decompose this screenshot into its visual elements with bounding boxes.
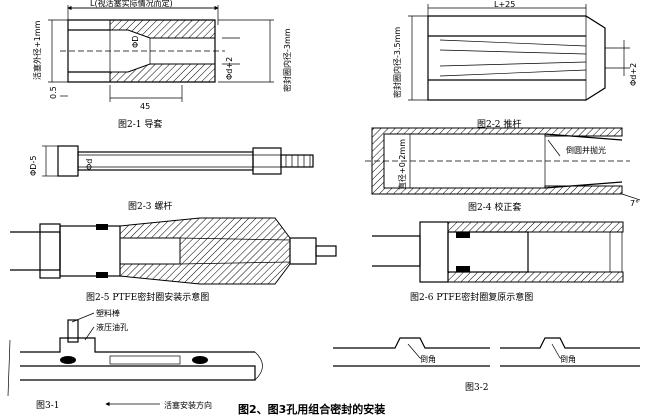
fig2-3-screw-rod: ΦD-5 Φd 图2-3 螺杆 bbox=[29, 145, 314, 212]
fig2-1-caption: 图2-1 导套 bbox=[118, 118, 162, 130]
fig2-2-caption: 图2-2 推杆 bbox=[477, 118, 521, 130]
fig2-2-push-rod: L+25 密封圈内径-3.5mm Φd+2 图2-2 推杆 bbox=[392, 0, 638, 130]
fig2-4-angle: 7° bbox=[630, 199, 639, 208]
fig2-6-caption: 图2-6 PTFE密封圈复原示意图 bbox=[410, 291, 533, 303]
fig2-4-calibration-sleeve: 直径+0.2mm 倒圆并抛光 7° 图2-4 校正套 bbox=[365, 127, 641, 213]
fig2-4-note: 倒圆并抛光 bbox=[566, 145, 606, 155]
fig2-2-dim-right: Φd+2 bbox=[629, 63, 638, 86]
fig2-1-dim-45: 45 bbox=[140, 102, 150, 111]
fig2-3-dim-d: Φd bbox=[85, 159, 94, 170]
fig2-1-dim-05: 0.5 bbox=[49, 86, 58, 99]
fig2-3-caption: 图2-3 螺杆 bbox=[128, 200, 172, 212]
fig2-2-dim-top: L+25 bbox=[494, 0, 515, 9]
fig3-1-plastic-rod: 塑料棒 bbox=[96, 308, 120, 318]
fig2-1-dim-d2: Φd+2 bbox=[225, 57, 234, 80]
fig2-3-dim-left: ΦD-5 bbox=[29, 156, 38, 176]
main-title: 图2、图3孔用组合密封的安装 bbox=[238, 402, 385, 416]
fig3-2-chamfer1: 倒角 bbox=[420, 354, 436, 364]
fig3-1-direction: 活塞安装方向 bbox=[164, 400, 212, 410]
fig2-4-dim-inner: 直径+0.2mm bbox=[397, 139, 407, 190]
fig3-2-diagram: 倒角 倒角 图3-2 bbox=[333, 337, 640, 393]
fig2-4-caption: 图2-4 校正套 bbox=[468, 201, 521, 213]
fig2-1-dim-left: 活塞外径+1mm bbox=[32, 20, 42, 80]
fig2-2-dim-left: 密封圈内径-3.5mm bbox=[392, 27, 402, 98]
fig3-1-caption: 图3-1 bbox=[36, 400, 60, 411]
fig3-2-chamfer2: 倒角 bbox=[560, 354, 576, 364]
fig3-1-oil-hole: 液压油孔 bbox=[96, 322, 128, 332]
fig2-5-caption: 图2-5 PTFE密封圈安装示意图 bbox=[86, 291, 209, 303]
fig2-6-restore-diagram: 图2-6 PTFE密封圈复原示意图 bbox=[372, 221, 624, 303]
fig2-5-install-diagram: 图2-5 PTFE密封圈安装示意图 bbox=[10, 217, 337, 303]
fig2-1-guide-sleeve: L(视活塞实际情况而定) ΦD Φd+2 活塞外径+1mm 0.5 密封圈内径-… bbox=[32, 0, 292, 130]
fig2-1-dim-right: 密封圈内径-3mm bbox=[282, 28, 292, 92]
fig2-1-dim-top: L(视活塞实际情况而定) bbox=[90, 0, 173, 8]
fig3-1-diagram: 塑料棒 液压油孔 活塞安装方向 图3-1 bbox=[7, 308, 263, 411]
fig2-1-dim-d: ΦD bbox=[131, 36, 140, 48]
fig3-2-caption: 图3-2 bbox=[465, 382, 489, 393]
